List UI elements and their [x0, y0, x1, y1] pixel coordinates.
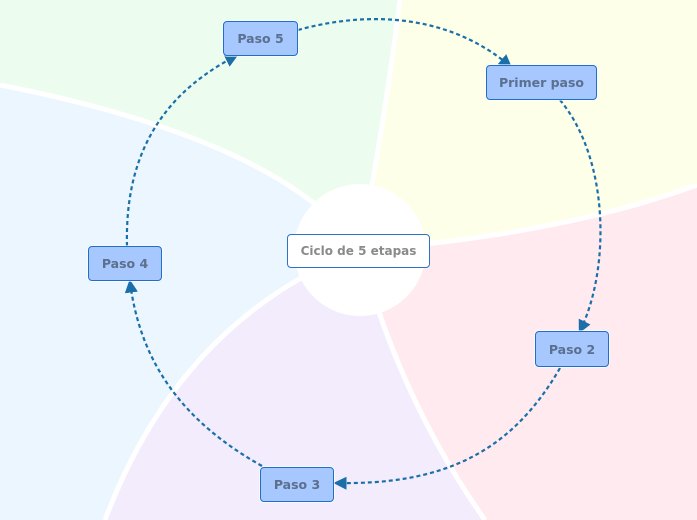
sector-yellow [360, 0, 697, 250]
connector-primer-to-paso2 [559, 99, 602, 334]
connector-paso2-to-paso3 [333, 367, 561, 490]
step-node-paso-4[interactable]: Paso 4 [88, 246, 162, 281]
step-node-paso-2[interactable]: Paso 2 [535, 331, 609, 367]
sector-purple [105, 250, 485, 520]
connector-paso5-to-primer [297, 18, 513, 68]
connector-paso4-to-paso5 [125, 54, 239, 247]
sector-pink [360, 185, 697, 520]
cycle-center-label[interactable]: Ciclo de 5 etapas [287, 234, 430, 268]
sector-blue [0, 85, 360, 520]
sector-green [0, 0, 400, 250]
step-node-paso-5[interactable]: Paso 5 [223, 21, 298, 56]
step-node-paso-3[interactable]: Paso 3 [260, 467, 334, 502]
connector-paso3-to-paso4 [124, 279, 263, 467]
step-node-primer-paso[interactable]: Primer paso [486, 65, 597, 100]
